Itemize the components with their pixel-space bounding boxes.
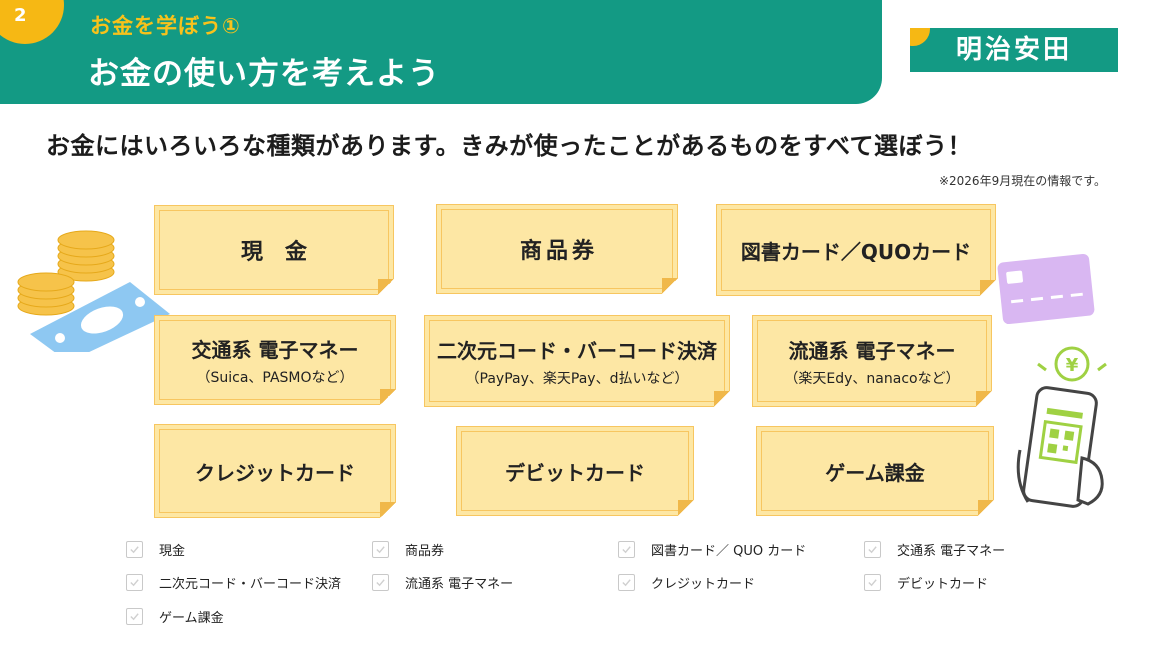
- checklist-item-credit-card[interactable]: クレジットカード: [618, 573, 755, 592]
- checkbox[interactable]: [372, 541, 389, 558]
- option-card-gift-voucher: 商品券: [436, 204, 678, 294]
- option-card-debit-card: デビットカード: [456, 426, 694, 516]
- check-icon: [130, 613, 139, 621]
- yen-icon: ¥: [1037, 346, 1107, 382]
- option-card-title: 商品券: [519, 239, 598, 264]
- checklist-label: デビットカード: [897, 577, 989, 592]
- checkbox[interactable]: [864, 541, 881, 558]
- option-card-title: 流通系 電子マネー: [788, 338, 956, 363]
- checklist-label: 流通系 電子マネー: [405, 577, 514, 592]
- check-icon: [622, 546, 631, 554]
- check-icon: [376, 546, 385, 554]
- option-card-cash: 現金: [154, 205, 394, 295]
- checklist-label: 二次元コード・バーコード決済: [159, 577, 342, 592]
- coins-illustration: [17, 230, 170, 352]
- option-card-qr-barcode-payment: 二次元コード・バーコード決済 （PayPay、楽天Pay、d払いなど）: [424, 315, 730, 407]
- step-number: 2: [14, 5, 27, 26]
- check-icon: [130, 579, 139, 587]
- banknote-illustration: [30, 282, 170, 352]
- check-icon: [376, 579, 385, 587]
- checklist-label: 現金: [159, 544, 186, 559]
- option-card-book-quo-card: 図書カード／QUOカード: [716, 204, 996, 296]
- instruction-text: お金にはいろいろな種類があります。きみが使ったことがあるものをすべて選ぼう！: [46, 132, 972, 160]
- option-card-title: 交通系 電子マネー: [191, 337, 359, 362]
- option-card-retail-emoney: 流通系 電子マネー （楽天Edy、nanacoなど）: [752, 315, 992, 407]
- checkbox[interactable]: [126, 574, 143, 591]
- checkbox[interactable]: [618, 541, 635, 558]
- step-badge: [0, 0, 64, 44]
- check-icon: [622, 579, 631, 587]
- smartphone-qr-illustration: ¥: [1016, 346, 1107, 508]
- checklist-item-qr-barcode-payment[interactable]: 二次元コード・バーコード決済: [126, 573, 341, 592]
- checkbox[interactable]: [864, 574, 881, 591]
- option-card-title: 現金: [240, 240, 329, 265]
- option-card-title: クレジットカード: [195, 460, 355, 485]
- option-card-title: デビットカード: [505, 460, 645, 485]
- checklist-label: ゲーム課金: [159, 611, 224, 626]
- checkbox[interactable]: [126, 608, 143, 625]
- checklist-item-book-quo-card[interactable]: 図書カード／ QUO カード: [618, 540, 806, 559]
- check-icon: [868, 546, 877, 554]
- checklist-item-transit-emoney[interactable]: 交通系 電子マネー: [864, 540, 1005, 559]
- checklist-label: 図書カード／ QUO カード: [651, 544, 807, 559]
- checklist-item-debit-card[interactable]: デビットカード: [864, 573, 988, 592]
- check-icon: [130, 546, 139, 554]
- info-date-note: ※2026年9月現在の情報です。: [938, 174, 1106, 188]
- ic-card-illustration: [997, 253, 1095, 325]
- option-card-title: 図書カード／QUOカード: [740, 239, 972, 264]
- page-subtitle: お金を学ぼう①: [90, 14, 241, 38]
- check-icon: [868, 579, 877, 587]
- option-card-transit-emoney: 交通系 電子マネー （Suica、PASMOなど）: [154, 315, 396, 405]
- checklist-label: 商品券: [405, 544, 445, 559]
- header-banner: 2 お金を学ぼう① お金の使い方を考えよう: [0, 0, 882, 104]
- option-card-credit-card: クレジットカード: [154, 424, 396, 518]
- option-card-examples: （Suica、PASMOなど）: [196, 369, 354, 386]
- option-card-title: 二次元コード・バーコード決済: [437, 338, 717, 363]
- checklist-label: クレジットカード: [651, 577, 756, 592]
- checklist-item-cash[interactable]: 現金: [126, 540, 185, 559]
- option-card-examples: （楽天Edy、nanacoなど）: [784, 370, 960, 387]
- brand-logo-text: 明治安田: [955, 35, 1072, 65]
- checkbox[interactable]: [126, 541, 143, 558]
- checklist-item-retail-emoney[interactable]: 流通系 電子マネー: [372, 573, 513, 592]
- option-card-game-purchase: ゲーム課金: [756, 426, 994, 516]
- checklist-item-game-purchase[interactable]: ゲーム課金: [126, 607, 224, 626]
- checkbox[interactable]: [372, 574, 389, 591]
- brand-logo: 明治安田: [910, 28, 1118, 72]
- page-title: お金の使い方を考えよう: [88, 56, 440, 92]
- checkbox[interactable]: [618, 574, 635, 591]
- checklist-item-gift-voucher[interactable]: 商品券: [372, 540, 444, 559]
- option-card-title: ゲーム課金: [825, 460, 925, 485]
- checklist-label: 交通系 電子マネー: [897, 544, 1006, 559]
- option-card-examples: （PayPay、楽天Pay、d払いなど）: [465, 370, 689, 387]
- svg-text:¥: ¥: [1066, 355, 1079, 376]
